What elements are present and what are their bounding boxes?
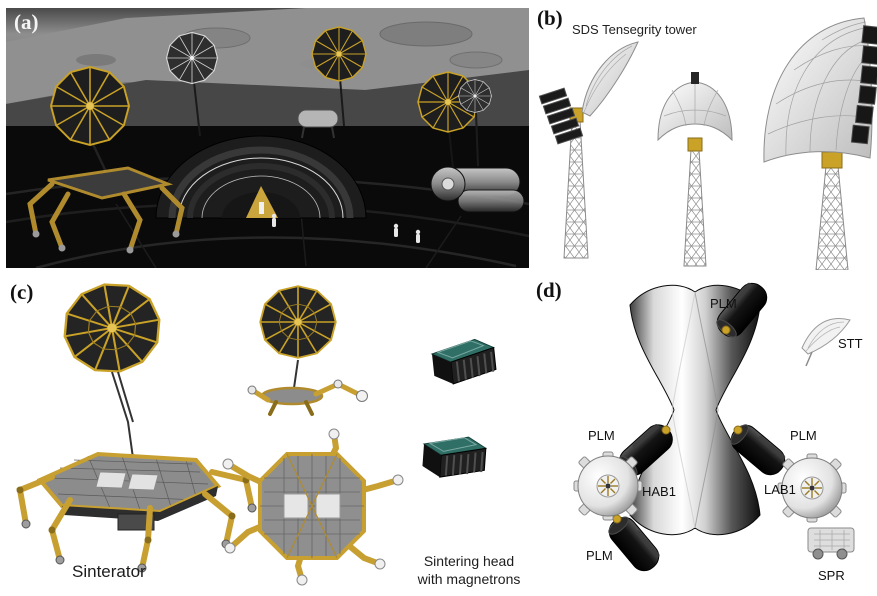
panel-d: (d) PLM STT PLM PLM HAB1 LAB1 PLM SPR — [530, 270, 877, 596]
panel-c-illustration — [16, 274, 499, 586]
plm-right-label: PLM — [790, 428, 817, 443]
sintering-head-unit-1 — [429, 336, 499, 387]
antenna-masts — [165, 26, 492, 169]
tensegrity-tower-small — [538, 41, 639, 259]
plm-bottom-label: PLM — [586, 548, 613, 563]
panel-a-label: (a) — [14, 10, 39, 34]
spr-rover — [807, 527, 855, 560]
panel-b-illustration — [538, 17, 877, 270]
dome-habitat — [155, 135, 367, 219]
panel-b-label: (b) — [537, 6, 563, 30]
panel-d-illustration — [573, 277, 855, 577]
sinterator-caption: Sinterator — [72, 562, 146, 581]
panel-b-title: SDS Tensegrity tower — [572, 22, 697, 37]
solar-panel-stack — [538, 87, 584, 145]
lunar-terrain — [6, 8, 529, 140]
sinterator-robot — [27, 66, 185, 254]
docking-rings — [612, 325, 743, 524]
sintering-head-caption: Sintering head with magnetrons — [417, 553, 521, 587]
sinterator-folded-view — [247, 285, 368, 416]
stt-dish — [801, 318, 851, 367]
panel-b: (b) SDS Tensegrity tower — [534, 0, 877, 270]
sinterator-top-view — [222, 428, 404, 586]
module-cluster — [430, 166, 525, 213]
solar-panel-stack — [850, 25, 877, 145]
tensegrity-tower-medium — [657, 72, 733, 267]
plm-left-label: PLM — [588, 428, 615, 443]
panel-c: (c) Sinterator Sintering head with magne… — [0, 272, 530, 596]
astronaut-figures — [271, 213, 421, 243]
plm-top-label: PLM — [710, 296, 737, 311]
lab1-label: LAB1 — [764, 482, 796, 497]
panel-d-label: (d) — [536, 278, 562, 302]
panel-a-illustration — [6, 8, 529, 268]
sinterator-main-view — [16, 274, 257, 573]
tensegrity-tower-large — [763, 17, 877, 270]
panel-a: (a) — [6, 8, 529, 268]
spr-label: SPR — [818, 568, 845, 583]
hab1-label: HAB1 — [642, 484, 676, 499]
hab1-module — [573, 451, 643, 521]
panel-c-label: (c) — [10, 280, 34, 304]
small-module — [297, 109, 339, 139]
stt-label: STT — [838, 336, 863, 351]
sintering-head-unit-2 — [420, 433, 488, 482]
